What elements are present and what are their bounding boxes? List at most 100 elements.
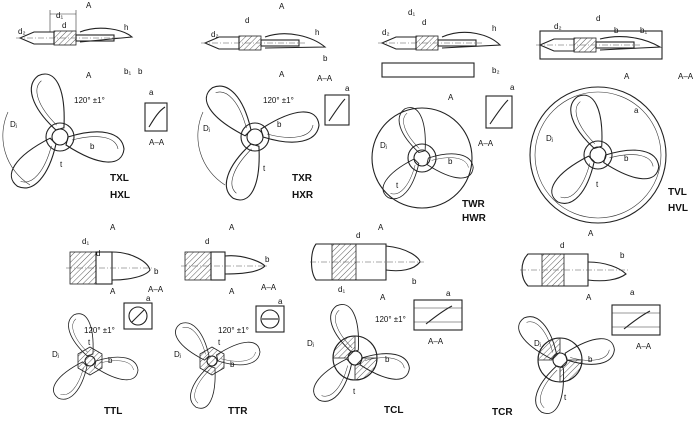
tcr-dim-b-front: b bbox=[588, 355, 593, 364]
twr-dim-dj: Dⱼ bbox=[380, 141, 387, 150]
diagram-txl: d₁ d d₂ A A h b₁ b Dⱼ 120° ±1° t b a A–A… bbox=[2, 1, 168, 201]
ttr-marker-bottom: A bbox=[229, 287, 235, 296]
tvl-dim-dj: Dⱼ bbox=[546, 134, 553, 143]
tcr-marker-top: A bbox=[588, 229, 594, 238]
tvl-dim-b-front: b bbox=[624, 154, 629, 163]
tcl-dim-d1: d₁ bbox=[338, 285, 345, 294]
tvl-type-code: TVL bbox=[668, 187, 687, 198]
txl-dim-b-front: b bbox=[90, 142, 95, 151]
tvl-dim-b1: b₁ bbox=[640, 26, 647, 35]
tvl-dim-d: d bbox=[596, 14, 600, 23]
txr-dim-h: h bbox=[315, 28, 319, 37]
ttl-side-view: d₁ d A A b A–A bbox=[66, 223, 164, 296]
ttl-marker-top: A bbox=[110, 223, 116, 232]
ttr-side-view: d A A b A–A bbox=[181, 223, 277, 296]
txr-section: A–A a bbox=[317, 74, 350, 126]
tvl-dim-b: b bbox=[614, 26, 619, 35]
twr-dim-d1: d₁ bbox=[408, 8, 415, 17]
tcl-dim-d: d bbox=[356, 231, 360, 240]
txl-dim-t: t bbox=[60, 160, 63, 169]
ttl-type-code: TTL bbox=[104, 406, 122, 417]
tvl-marker-bottom: A bbox=[624, 72, 630, 81]
ttr-angle: 120° ±1° bbox=[218, 326, 249, 335]
ttr-dim-d: d bbox=[205, 237, 209, 246]
ttr-section: a bbox=[255, 297, 285, 333]
tcl-front-view: Dⱼ 120° ±1° t b bbox=[307, 299, 410, 408]
txr-front-view: Dⱼ 120° ±1° t b bbox=[197, 78, 320, 206]
tcl-section: a A–A bbox=[413, 289, 463, 346]
twr-type-code: TWR bbox=[462, 199, 486, 210]
tcr-section: a A–A bbox=[611, 288, 661, 351]
twr-dim-t: t bbox=[396, 181, 399, 190]
ttl-angle: 120° ±1° bbox=[84, 326, 115, 335]
txr-section-label: A–A bbox=[317, 74, 333, 83]
ttl-dim-d: d bbox=[96, 249, 100, 258]
txr-side-view: d d₂ A A h b bbox=[200, 2, 328, 79]
tcl-dim-b: b bbox=[412, 277, 417, 286]
tcr-type-code: TCR bbox=[492, 407, 513, 418]
twr-dim-b2: b₂ bbox=[492, 66, 500, 75]
ttr-section-dim-a: a bbox=[278, 297, 283, 306]
txl-section-label: A–A bbox=[149, 138, 165, 147]
ttl-dim-d1: d₁ bbox=[82, 237, 89, 246]
txl-marker-top: A bbox=[86, 1, 92, 10]
twr-front-view: Dⱼ t b A A–A bbox=[371, 93, 494, 209]
tcr-dim-d: d bbox=[560, 241, 564, 250]
tcl-dim-b-front: b bbox=[385, 355, 390, 364]
tcl-marker-bottom: A bbox=[380, 293, 386, 302]
diagram-tcr: d A A b a A–A Dⱼ t b TCR bbox=[492, 229, 661, 419]
tcl-side-view: d d₁ A A b bbox=[310, 223, 424, 302]
ttr-marker-top: A bbox=[229, 223, 235, 232]
twr-dim-h: h bbox=[492, 24, 496, 33]
tvl-dim-t: t bbox=[596, 180, 599, 189]
tvl-section-label: A–A bbox=[678, 72, 694, 81]
tcr-section-dim-a: a bbox=[630, 288, 635, 297]
diagram-txr: d d₂ A A h b Dⱼ 120° ±1° t b A–A a TXR H… bbox=[197, 2, 350, 206]
txl-section-dim-a: a bbox=[149, 88, 154, 97]
twr-dim-b-front: b bbox=[448, 157, 453, 166]
twr-marker-top: A bbox=[448, 93, 454, 102]
tcl-section-dim-a: a bbox=[446, 289, 451, 298]
ttl-dim-t: t bbox=[88, 338, 91, 347]
txr-dim-dj: Dⱼ bbox=[203, 124, 210, 133]
ttl-dim-dj: Dⱼ bbox=[52, 350, 59, 359]
diagram-ttr: d A A b A–A a Dⱼ 120° ±1° t b TTR bbox=[171, 223, 285, 417]
tcr-front-view: Dⱼ t b bbox=[513, 310, 615, 419]
txr-marker-bottom: A bbox=[279, 70, 285, 79]
tcl-dim-t: t bbox=[353, 387, 356, 396]
ttl-section-dim-a: a bbox=[146, 294, 151, 303]
tvl-front-view: Dⱼ t b a bbox=[529, 86, 667, 224]
tcl-dim-dj: Dⱼ bbox=[307, 339, 314, 348]
txl-type-code: TXL bbox=[110, 173, 129, 184]
txr-angle: 120° ±1° bbox=[263, 96, 294, 105]
txl-dim-d: d bbox=[62, 21, 66, 30]
txr-dim-b: b bbox=[323, 54, 328, 63]
diagram-tvl: d₂ d b b₁ A A–A Dⱼ t b a TVL HVL bbox=[529, 14, 694, 224]
ttr-type-code: TTR bbox=[228, 406, 248, 417]
twr-section-label-arrow: A–A bbox=[478, 139, 494, 148]
diagram-tcl: d d₁ A A b a A–A Dⱼ 120° ±1° t b T bbox=[307, 223, 463, 416]
ttl-front-view: Dⱼ 120° ±1° t b bbox=[49, 309, 139, 405]
tcr-section-label: A–A bbox=[636, 342, 652, 351]
ttr-dim-t: t bbox=[218, 338, 221, 347]
twr-section: a bbox=[485, 83, 515, 129]
tvl-side-view: d₂ d b b₁ A A–A bbox=[535, 14, 694, 81]
tvl-dim-a: a bbox=[634, 106, 639, 115]
txl-dim-b: b bbox=[138, 67, 143, 76]
ttr-section-label: A–A bbox=[261, 283, 277, 292]
diagram-ttl: d₁ d A A b A–A a Dⱼ 120° ±1° t b TTL bbox=[49, 223, 164, 417]
ttr-dim-b-front: b bbox=[230, 360, 235, 369]
ttl-section-label: A–A bbox=[148, 285, 164, 294]
txr-marker-top: A bbox=[279, 2, 285, 11]
ttr-dim-dj: Dⱼ bbox=[174, 350, 181, 359]
txr-type-code: TXR bbox=[292, 173, 313, 184]
txl-side-view: d₁ d d₂ A A h b₁ b bbox=[15, 1, 143, 80]
txr-dim-d: d bbox=[245, 16, 249, 25]
ttl-marker-bottom: A bbox=[110, 287, 116, 296]
txl-type-alt: HXL bbox=[110, 190, 130, 201]
txr-dim-t: t bbox=[263, 164, 266, 173]
tcr-marker-bottom: A bbox=[586, 293, 592, 302]
twr-section-dim-a: a bbox=[510, 83, 515, 92]
tcl-angle: 120° ±1° bbox=[375, 315, 406, 324]
